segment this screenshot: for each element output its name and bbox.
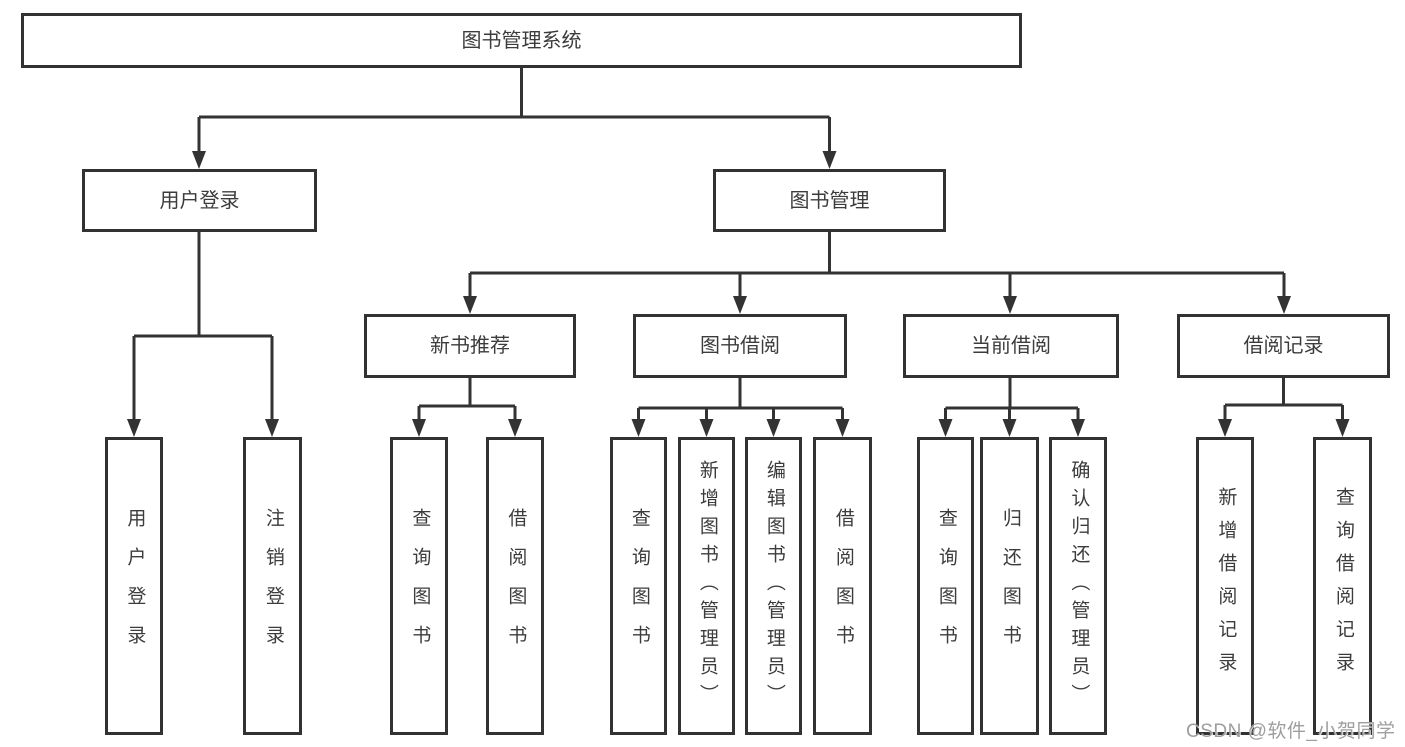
leaf-query-books-recommend: 查询图书	[390, 437, 448, 735]
arrowhead	[938, 419, 953, 437]
arrowhead	[463, 296, 477, 314]
node-borrow-records: 借阅记录	[1177, 314, 1390, 378]
connector-root-to-level2	[192, 68, 837, 169]
node-label: 归还图书	[999, 508, 1021, 664]
leaf-query-books-current: 查询图书	[917, 437, 974, 735]
node-label: 图书借阅	[700, 335, 780, 357]
node-label: 编辑图书（管理员）	[763, 460, 785, 712]
node-label: 用户登录	[124, 508, 146, 664]
arrowhead	[1335, 419, 1350, 437]
connector-current-borrow-children	[938, 378, 1085, 437]
node-label: 新增图书（管理员）	[696, 460, 718, 712]
node-label: 图书管理系统	[461, 29, 582, 52]
arrowhead	[733, 296, 747, 314]
node-label: 查询借阅记录	[1332, 487, 1354, 685]
arrowhead	[192, 151, 206, 169]
leaf-add-books-admin: 新增图书（管理员）	[678, 437, 735, 735]
arrowhead	[835, 419, 850, 437]
node-book-management: 图书管理	[713, 169, 946, 232]
node-label: 借阅图书	[832, 508, 854, 664]
node-library-management-system: 图书管理系统	[21, 13, 1022, 68]
leaf-add-borrow-record: 新增借阅记录	[1196, 437, 1254, 735]
connector-new-book-recommend-children	[412, 378, 522, 437]
connector-user-login-children	[127, 232, 279, 437]
arrowhead	[1071, 419, 1085, 437]
node-new-book-recommend: 新书推荐	[364, 314, 576, 378]
node-current-borrow: 当前借阅	[903, 314, 1119, 378]
arrowhead	[508, 419, 522, 437]
node-user-login: 用户登录	[82, 169, 317, 232]
node-label: 查询图书	[628, 508, 650, 664]
node-label: 确认归还（管理员）	[1068, 460, 1090, 712]
arrowhead	[265, 419, 279, 437]
connector-book-mgmt-to-level3	[463, 232, 1291, 314]
leaf-borrow-books: 借阅图书	[813, 437, 872, 735]
connector-book-borrow-children	[631, 378, 850, 437]
arrowhead	[127, 419, 141, 437]
leaf-logout: 注销登录	[243, 437, 302, 735]
node-label: 新书推荐	[430, 335, 510, 357]
node-label: 查询图书	[409, 508, 431, 664]
leaf-confirm-return-admin: 确认归还（管理员）	[1049, 437, 1107, 735]
arrowhead	[631, 419, 646, 437]
node-book-borrow: 图书借阅	[633, 314, 847, 378]
leaf-borrow-books-recommend: 借阅图书	[486, 437, 544, 735]
node-label: 当前借阅	[971, 335, 1051, 357]
node-label: 查询图书	[935, 508, 957, 664]
arrowhead	[1002, 419, 1017, 437]
node-label: 图书管理	[789, 189, 870, 212]
leaf-edit-books-admin: 编辑图书（管理员）	[745, 437, 802, 735]
leaf-return-books: 归还图书	[980, 437, 1039, 735]
connector-borrow-records-children	[1218, 378, 1350, 437]
node-label: 借阅图书	[505, 508, 527, 664]
node-label: 用户登录	[159, 189, 240, 212]
arrowhead	[1003, 296, 1017, 314]
arrowhead	[1218, 419, 1232, 437]
leaf-query-borrow-record: 查询借阅记录	[1313, 437, 1372, 735]
arrowhead	[412, 419, 426, 437]
arrowhead	[699, 419, 714, 437]
node-label: 新增借阅记录	[1215, 487, 1237, 685]
node-label: 注销登录	[262, 508, 284, 664]
csdn-watermark: CSDN @软件_小贺同学	[1186, 721, 1396, 742]
leaf-query-books-borrow: 查询图书	[610, 437, 667, 735]
arrowhead	[766, 419, 781, 437]
arrowhead	[822, 151, 837, 169]
leaf-user-login: 用户登录	[105, 437, 163, 735]
arrowhead	[1277, 296, 1291, 314]
node-label: 借阅记录	[1243, 335, 1324, 357]
